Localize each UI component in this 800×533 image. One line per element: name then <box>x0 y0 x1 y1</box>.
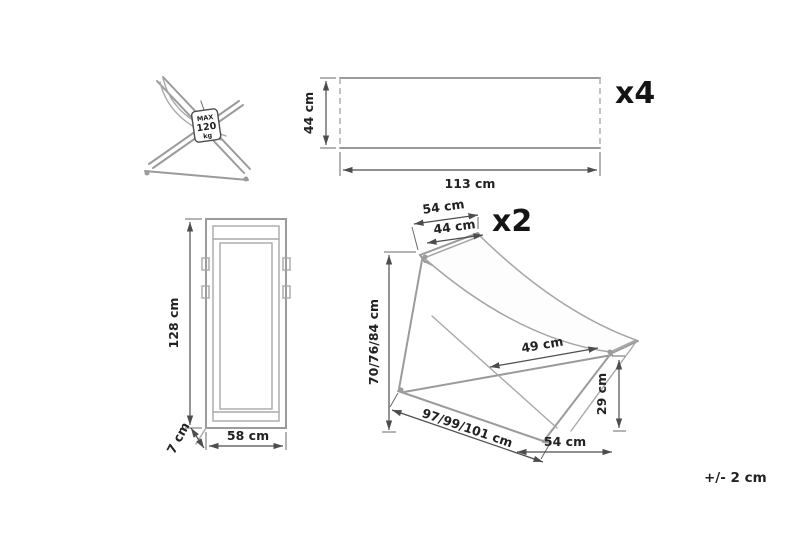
dim-seat-depth: 49 cm <box>489 334 599 369</box>
seat-rail-line <box>403 354 613 393</box>
dimension-line <box>426 233 484 245</box>
hinge-detail <box>201 285 210 299</box>
dim-folded-height: 128 cm <box>166 218 202 429</box>
dimension-line <box>413 213 479 226</box>
rear-leg-line <box>398 259 423 390</box>
inner-frame-outline <box>212 225 280 422</box>
dim-folded-depth: 7 cm <box>164 420 205 457</box>
extension-line <box>389 392 399 408</box>
extension-line <box>411 226 419 251</box>
chair-quantity-label: x2 <box>492 204 532 239</box>
dim-top-width: 54 cm <box>411 196 479 251</box>
dimension-line <box>489 346 599 369</box>
folded-height-label: 128 cm <box>166 298 181 349</box>
hinge-detail <box>282 285 291 299</box>
max-weight-value: 120 <box>196 121 218 135</box>
folded-chair-front-view: 128 cm 58 cm 7 cm <box>164 218 291 457</box>
foot-joint <box>144 170 150 176</box>
front-leg-line <box>542 355 610 443</box>
folded-chair-side-view: MAX 120 kg <box>144 76 251 182</box>
dim-fabric-width: 113 cm <box>339 152 601 191</box>
dim-inner-top-width: 44 cm <box>426 216 484 245</box>
max-weight-unit: kg <box>203 131 213 140</box>
dim-total-height: 70/76/84 cm <box>366 251 416 433</box>
tolerance-note: +/- 2 cm <box>704 470 767 486</box>
max-load-tag: MAX 120 kg <box>190 100 222 143</box>
top-width-label: 54 cm <box>421 196 465 217</box>
foot-joint <box>243 176 249 182</box>
seat-height-label: 29 cm <box>594 373 609 415</box>
hinge-detail <box>201 257 210 271</box>
fabric-panel-view: 44 cm 113 cm x4 <box>301 76 655 191</box>
tag-outline <box>190 108 222 143</box>
dim-folded-width: 58 cm <box>205 428 287 450</box>
joint <box>543 438 549 444</box>
joint <box>607 349 613 355</box>
frame-outline <box>205 218 287 429</box>
depth-foot-line <box>195 427 207 445</box>
dim-bottom-width: 54 cm <box>516 434 613 456</box>
dimension-line <box>190 427 205 449</box>
prop-stay-line <box>431 315 558 429</box>
assembled-chair-side-view: 54 cm 44 cm 70/76/84 cm 49 cm 29 cm 97 <box>366 196 639 463</box>
tag-string <box>200 100 205 111</box>
joint <box>422 254 428 260</box>
fabric-quantity-label: x4 <box>615 76 655 111</box>
front-leg-far-line <box>570 341 637 432</box>
fabric-width-label: 113 cm <box>445 176 496 191</box>
dim-fabric-height: 44 cm <box>301 77 336 149</box>
seat-front-bar-line <box>609 340 639 355</box>
max-label: MAX <box>196 113 213 123</box>
base-rail-line <box>144 170 249 181</box>
fabric-sling <box>422 235 638 353</box>
hinge-detail <box>282 257 291 271</box>
folded-width-label: 58 cm <box>227 428 269 443</box>
dim-seat-height: 29 cm <box>594 355 626 432</box>
seat-depth-label: 49 cm <box>520 334 564 356</box>
bottom-width-label: 54 cm <box>544 434 586 449</box>
folded-depth-label: 7 cm <box>164 420 193 457</box>
dimension-line <box>391 409 544 463</box>
total-height-label: 70/76/84 cm <box>366 299 381 385</box>
base-length-label: 97/99/101 cm <box>420 405 515 450</box>
inner-top-width-label: 44 cm <box>432 216 476 237</box>
joint <box>398 387 404 393</box>
fabric-height-label: 44 cm <box>301 92 316 134</box>
fabric-outline <box>219 242 273 410</box>
